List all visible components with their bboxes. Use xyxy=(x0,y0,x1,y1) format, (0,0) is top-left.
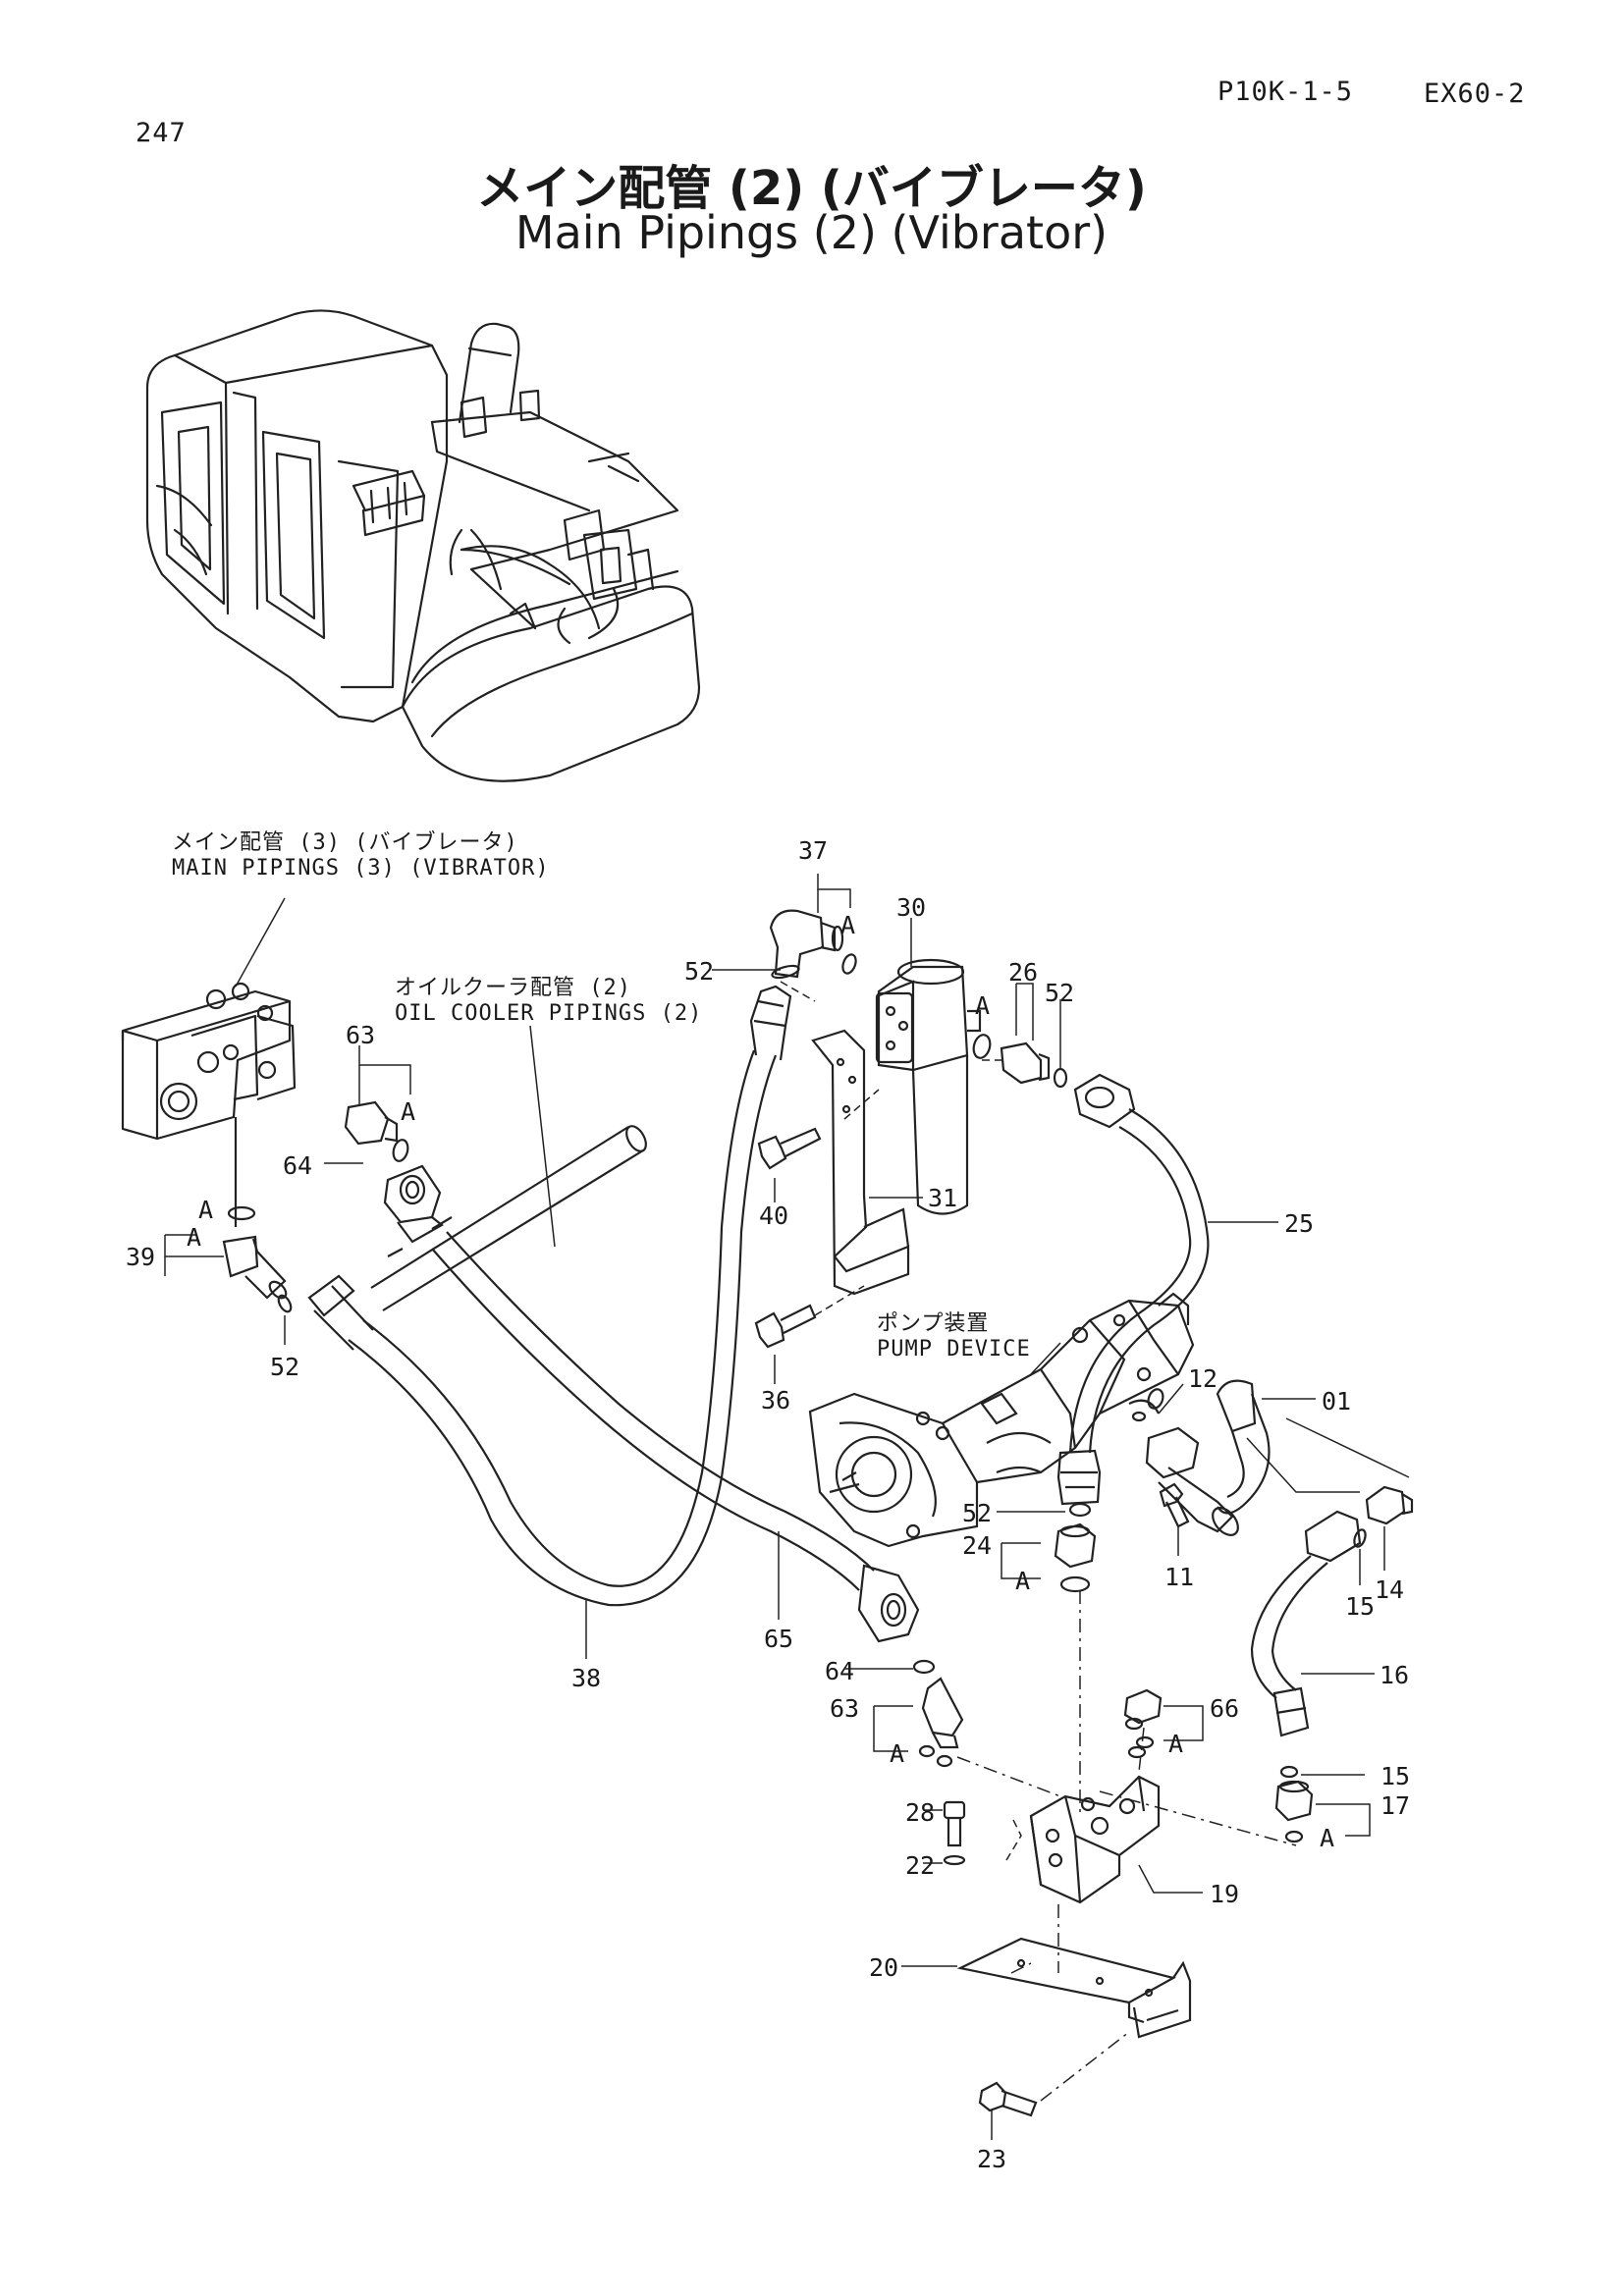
callout-64: 64 xyxy=(283,1151,313,1180)
part-63-elbow-lower xyxy=(923,1679,962,1747)
part-14-adapter xyxy=(1367,1487,1412,1523)
connection-marker-a: A xyxy=(890,1739,905,1768)
part-38-hose xyxy=(309,987,790,1605)
connection-marker-a: A xyxy=(401,1097,416,1126)
part-28-bolt xyxy=(945,1802,964,1864)
callout-52: 52 xyxy=(1045,979,1075,1007)
ref-oil-cooler-jp: オイルクーラ配管 (2) xyxy=(395,976,631,1000)
callout-12: 12 xyxy=(1188,1364,1218,1393)
callout-52: 52 xyxy=(270,1353,300,1381)
ref-main-pipings-3-en: MAIN PIPINGS (3) (VIBRATOR) xyxy=(172,856,550,881)
part-30-oil-filter xyxy=(877,960,980,1214)
callout-63: 63 xyxy=(346,1021,376,1049)
callout-19: 19 xyxy=(1210,1880,1240,1908)
callout-16: 16 xyxy=(1380,1661,1410,1689)
callout-36: 36 xyxy=(761,1386,791,1415)
part-01-pipe xyxy=(1147,1381,1270,1540)
part-36-bolt xyxy=(756,1306,815,1347)
excavator-overview-illustration xyxy=(147,310,699,780)
part-25-hose xyxy=(1058,1075,1208,1504)
part-63-adapter-upper xyxy=(346,1102,397,1144)
callout-23: 23 xyxy=(977,2145,1007,2173)
valve-block-main-pipings-3 xyxy=(123,984,295,1227)
callout-38: 38 xyxy=(571,1664,602,1692)
callout-31: 31 xyxy=(928,1184,958,1212)
callout-64: 64 xyxy=(825,1657,855,1685)
model-code: EX60-2 xyxy=(1424,79,1526,109)
part-26-adapter xyxy=(1001,1043,1049,1083)
ref-pump-device-jp: ポンプ装置 xyxy=(877,1311,990,1336)
part-31-bracket xyxy=(813,1031,908,1294)
callout-52: 52 xyxy=(684,957,715,986)
callout-30: 30 xyxy=(896,893,927,922)
oil-cooler-pipe xyxy=(371,1123,650,1310)
connection-marker-a: A xyxy=(1168,1730,1184,1758)
callout-65: 65 xyxy=(764,1625,794,1653)
connection-marker-a: A xyxy=(840,911,856,939)
callout-66: 66 xyxy=(1210,1694,1240,1723)
part-11-bolt xyxy=(1161,1484,1188,1526)
part-16-hose xyxy=(1252,1512,1360,1735)
callout-22: 22 xyxy=(905,1851,936,1880)
ref-oil-cooler-en: OIL COOLER PIPINGS (2) xyxy=(395,1001,703,1026)
part-oil-cooler-hose-fitting xyxy=(385,1166,442,1242)
connection-marker-a: A xyxy=(187,1223,202,1252)
section-code: P10K-1-5 xyxy=(1217,77,1354,107)
part-40-bolt xyxy=(759,1129,820,1168)
part-19-valve-block xyxy=(1031,1777,1159,1902)
page-number: 247 xyxy=(135,118,187,148)
callout-20: 20 xyxy=(869,1953,899,1982)
callout-40: 40 xyxy=(759,1201,789,1230)
ref-pump-device-en: PUMP DEVICE xyxy=(877,1337,1031,1362)
callout-15: 15 xyxy=(1345,1592,1376,1621)
callout-52: 52 xyxy=(962,1499,993,1527)
callout-14: 14 xyxy=(1375,1575,1405,1604)
part-24-adapter xyxy=(1055,1524,1095,1567)
o-rings xyxy=(276,953,1368,1842)
connection-marker-a: A xyxy=(198,1196,214,1224)
connection-marker-a: A xyxy=(1320,1824,1335,1852)
callout-24: 24 xyxy=(962,1531,993,1560)
callout-37: 37 xyxy=(798,836,829,865)
connection-marker-a: A xyxy=(975,991,991,1020)
connection-marker-a: A xyxy=(1015,1567,1031,1595)
leader-lines xyxy=(165,874,1409,2140)
callout-28: 28 xyxy=(905,1798,936,1827)
part-39-elbow-adapter xyxy=(224,1207,289,1301)
callout-11: 11 xyxy=(1164,1563,1195,1591)
part-23-bolt xyxy=(980,2083,1036,2115)
part-37-elbow-fitting xyxy=(771,911,842,977)
callout-25: 25 xyxy=(1284,1209,1315,1238)
part-65-hose xyxy=(432,1232,918,1641)
callout-15: 15 xyxy=(1380,1762,1411,1790)
part-20-plate xyxy=(960,1939,1190,2037)
page-title-jp: メイン配管 (2) (バイブレータ) xyxy=(476,161,1147,216)
part-17-adapter xyxy=(1276,1782,1312,1820)
callout-63: 63 xyxy=(830,1694,860,1723)
page-title-en: Main Pipings (2) (Vibrator) xyxy=(514,206,1109,259)
callout-26: 26 xyxy=(1008,958,1039,987)
callout-17: 17 xyxy=(1380,1791,1411,1820)
pump-device xyxy=(810,1294,1193,1546)
callout-39: 39 xyxy=(126,1243,156,1271)
callout-01: 01 xyxy=(1322,1387,1352,1415)
ref-main-pipings-3-jp: メイン配管 (3) (バイブレータ) xyxy=(172,830,518,855)
part-66-plug xyxy=(1125,1690,1161,1723)
